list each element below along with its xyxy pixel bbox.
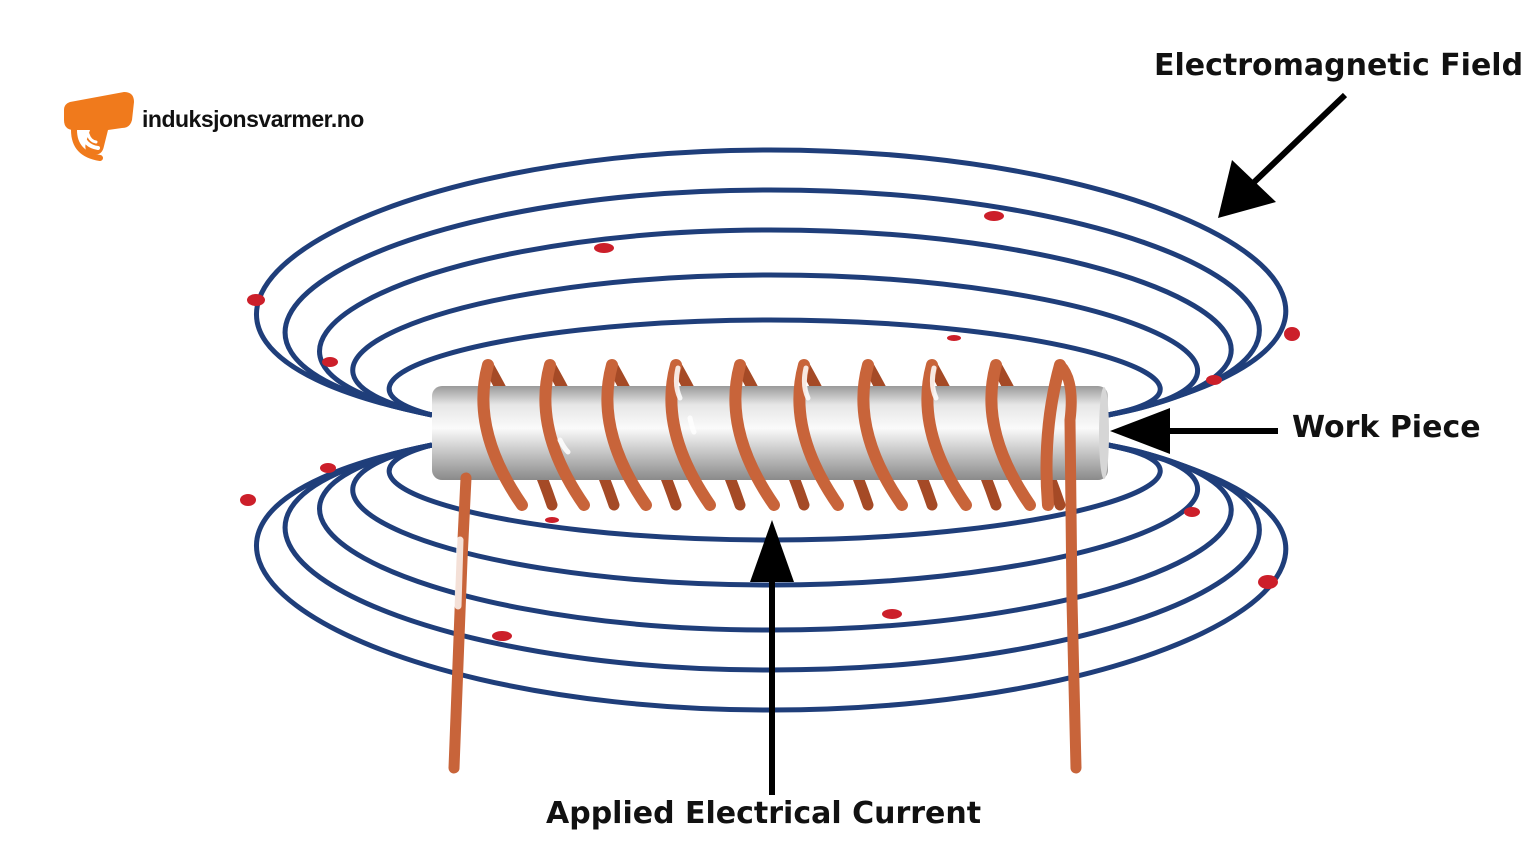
work-piece-end [1099,387,1109,479]
coil-turn [793,359,844,511]
coil-turn [539,359,590,511]
field-marker [1258,575,1278,589]
field-line [317,227,1234,418]
coil-turn [921,359,972,511]
field-line [282,187,1262,418]
field-marker [320,463,336,473]
coil-turn [601,359,652,511]
arrow-electromagnetic-field [1218,92,1348,218]
heat-gun-logo-icon [64,92,134,161]
coil-turn [729,359,780,511]
coil-turn [1040,359,1066,511]
coil-turn [985,359,1036,511]
field-marker [947,335,961,341]
field-marker [594,243,614,253]
field-marker [322,357,338,367]
arrow-work-piece [1110,408,1278,454]
electromagnetic-field-upper [254,147,1289,418]
field-marker [1284,327,1300,341]
coil-lead-right [1054,359,1082,774]
brand-name: induksjonsvarmer.no [142,105,364,132]
coil-turn [857,359,908,511]
arrow-applied-current [750,520,794,795]
field-marker [1206,375,1222,385]
field-line [254,147,1289,418]
field-markers [240,211,1300,641]
label-electromagnetic-field: Electromagnetic Field [1154,48,1524,83]
coil-highlights [557,365,939,455]
coil-turn [477,359,528,511]
field-marker [545,517,559,523]
field-line [350,272,1201,418]
coil-front [477,359,1066,511]
brand-logo: induksjonsvarmer.no [60,86,364,166]
field-marker [492,631,512,641]
label-work-piece: Work Piece [1292,410,1481,445]
field-marker [984,211,1004,221]
field-line [386,317,1163,418]
field-marker [247,294,265,306]
label-applied-current: Applied Electrical Current [546,796,982,831]
coil-lead-left [448,472,472,774]
coil-turn [665,359,716,511]
field-marker [1184,507,1200,517]
field-marker [240,494,256,506]
field-marker [882,609,902,619]
